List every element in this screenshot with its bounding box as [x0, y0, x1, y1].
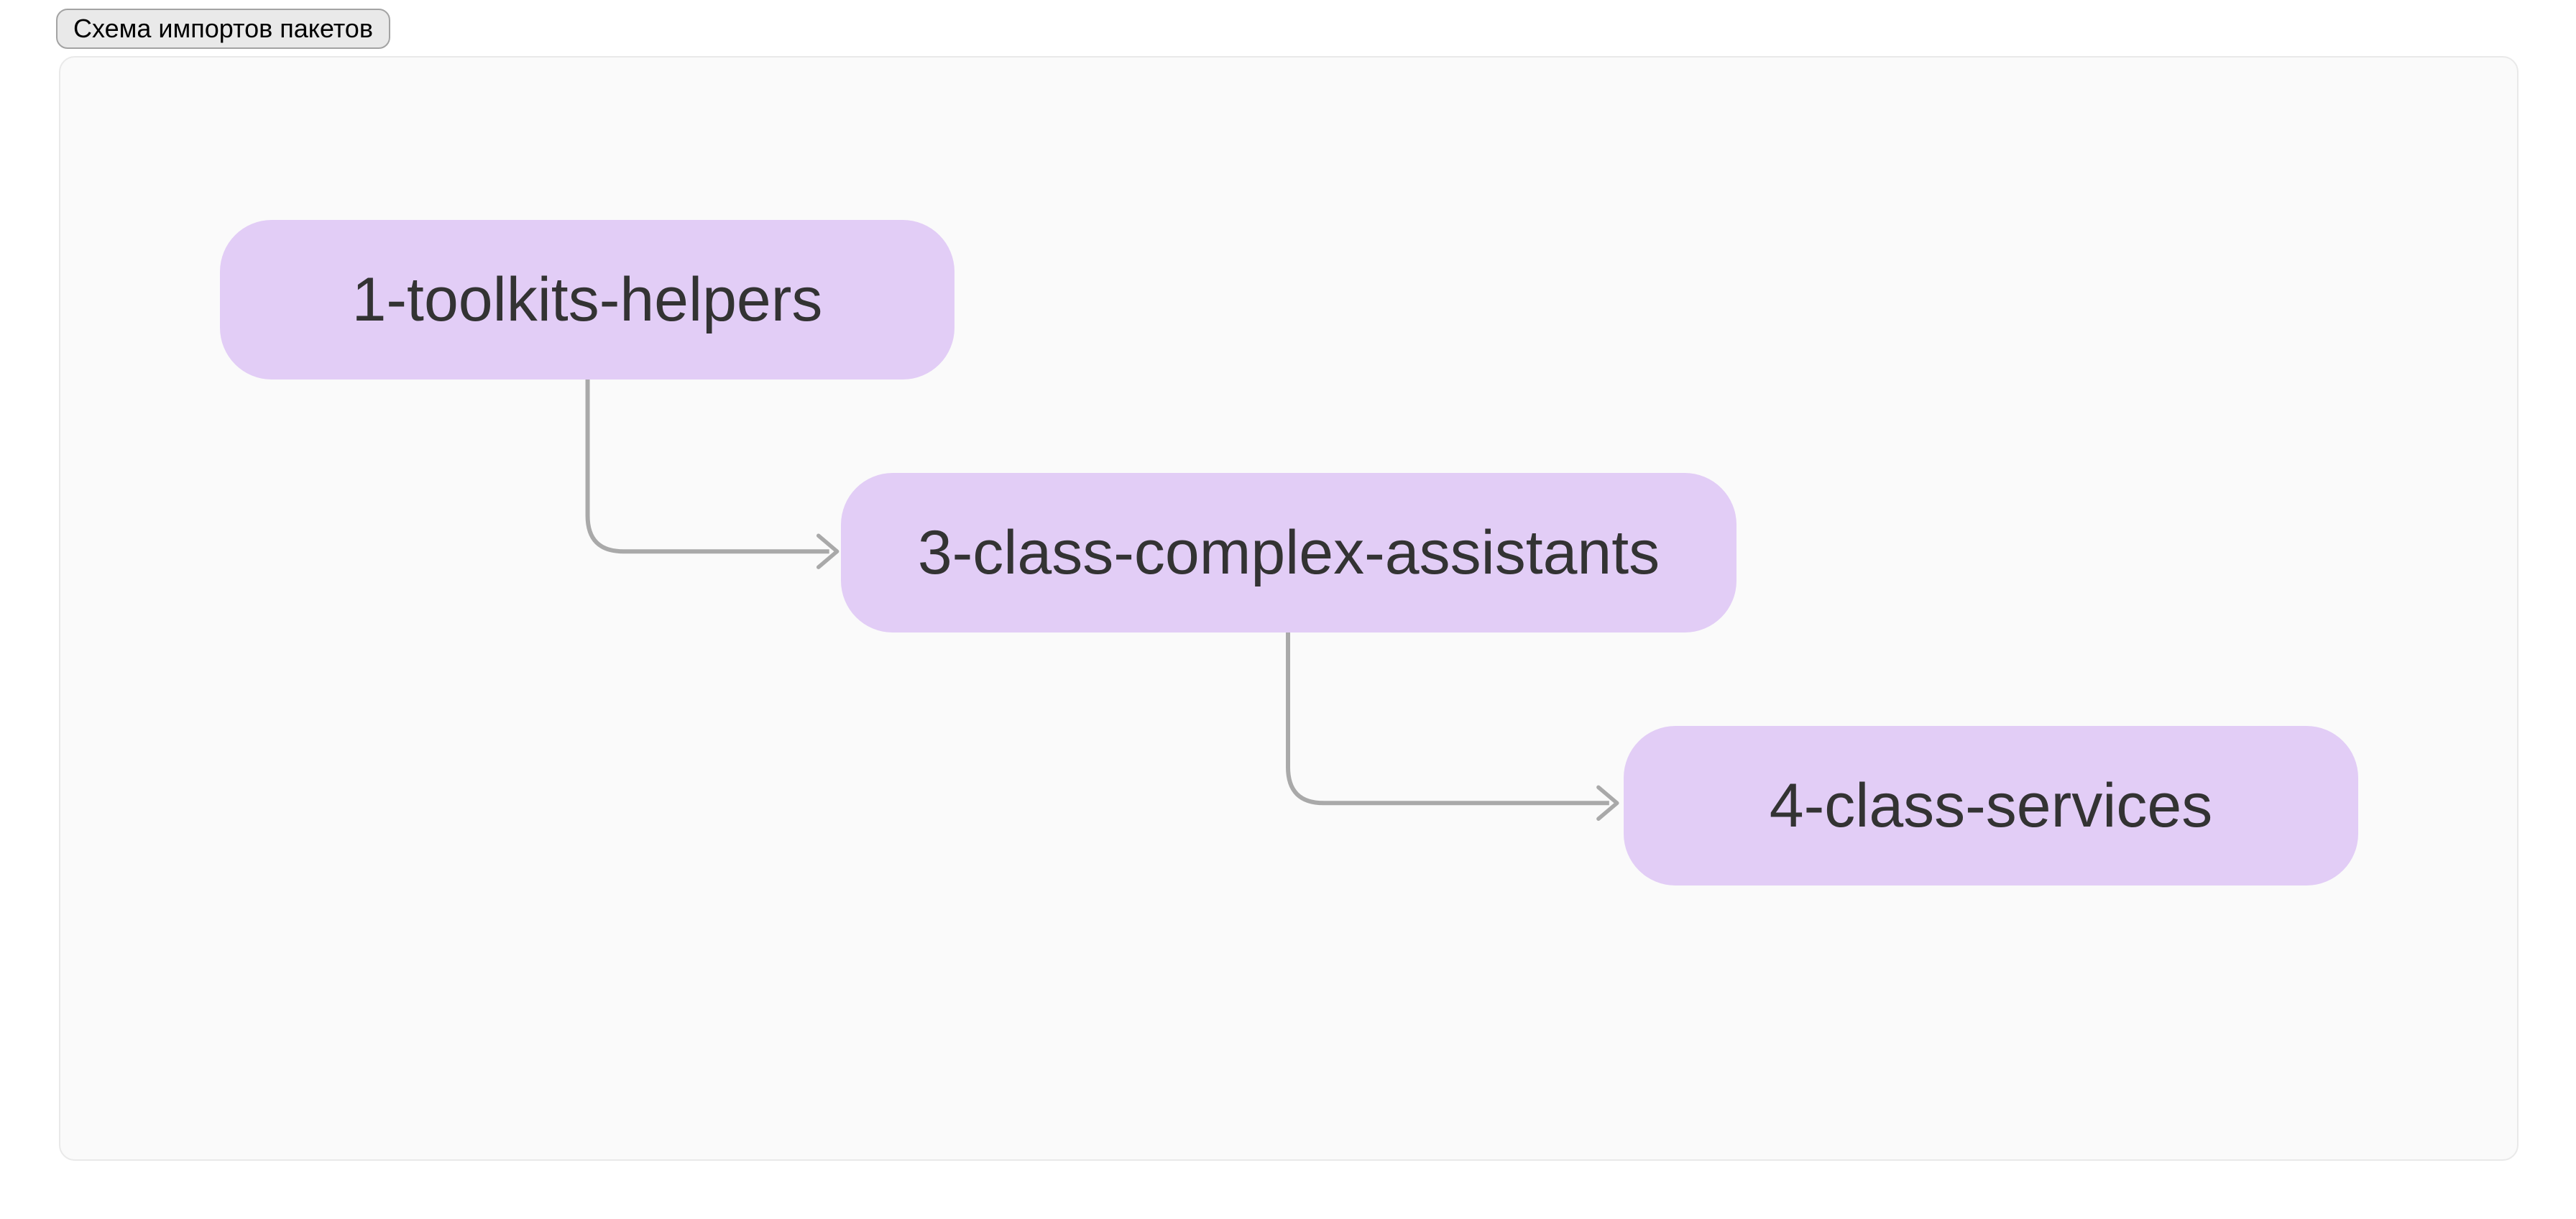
- node-4-class-services: 4-class-services: [1624, 726, 2358, 886]
- node-3-class-complex-assistants: 3-class-complex-assistants: [841, 473, 1736, 632]
- diagram-canvas: 1-toolkits-helpers 3-class-complex-assis…: [59, 56, 2518, 1161]
- edge-toolkits-to-complex-assistants: [585, 378, 829, 554]
- edge-complex-assistants-to-services: [1286, 630, 1609, 806]
- edge-complex-assistants-to-services-arrowhead-icon: [1596, 785, 1619, 821]
- diagram-toggle-button[interactable]: Схема импортов пакетов: [56, 9, 390, 49]
- edge-toolkits-to-complex-assistants-arrowhead-icon: [816, 533, 840, 569]
- node-1-toolkits-helpers: 1-toolkits-helpers: [220, 220, 954, 380]
